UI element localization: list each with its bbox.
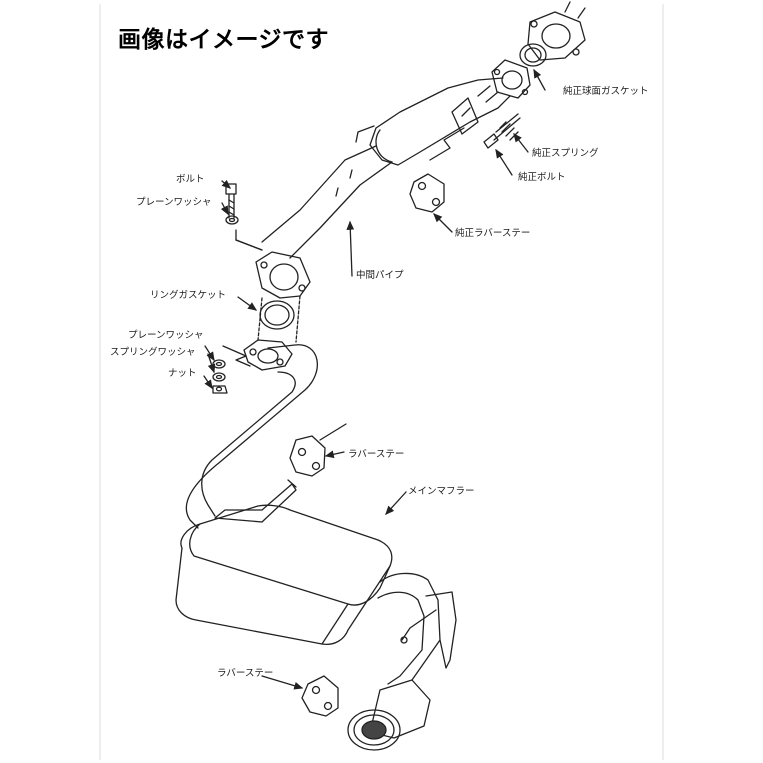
- label-spring-washer: スプリングワッシャ: [110, 347, 196, 358]
- label-genuine-spring: 純正スプリング: [532, 148, 599, 159]
- tail-pipe: [377, 572, 457, 691]
- label-rubber-stay-bottom: ラバーステー: [217, 668, 274, 679]
- hanger-rod-mid: [214, 479, 297, 523]
- rubber-stay-mid: [289, 435, 326, 477]
- label-rubber-stay-mid: ラバーステー: [348, 449, 405, 460]
- image-note-headline: 画像はイメージです: [118, 27, 330, 53]
- label-genuine-rubber-stay: 純正ラバーステー: [455, 228, 531, 239]
- genuine-bolt: [483, 117, 521, 149]
- washer-left: [225, 215, 239, 225]
- bolt-left: [225, 183, 237, 219]
- upstream-flange: [527, 1, 586, 61]
- lower-flange: [243, 339, 293, 371]
- label-genuine-bolt: 純正ボルト: [518, 172, 566, 183]
- label-plain-washer-top: プレーンワッシャ: [136, 197, 212, 208]
- ring-gasket: [259, 300, 295, 330]
- label-bolt: ボルト: [176, 174, 205, 185]
- rubber-stay-bottom: [301, 675, 339, 717]
- middle-pipe-flange: [255, 251, 311, 299]
- label-ring-gasket: リングガスケット: [150, 290, 227, 301]
- label-nut: ナット: [168, 368, 197, 379]
- label-plain-washer-mid: プレーンワッシャ: [128, 330, 204, 341]
- label-middle-pipe: 中間パイプ: [356, 270, 404, 281]
- catalyzer: [369, 77, 511, 166]
- nut-washer-stack: [212, 359, 228, 394]
- middle-pipe: [261, 145, 393, 259]
- s-bend-pipe: [185, 344, 318, 529]
- main-muffler: [175, 504, 393, 646]
- label-genuine-ball-gasket: 純正球面ガスケット: [563, 86, 649, 97]
- ball-gasket: [519, 43, 547, 67]
- genuine-spring: [495, 113, 519, 141]
- genuine-rubber-stay: [409, 173, 445, 213]
- tail-tip: [347, 679, 431, 751]
- label-main-muffler: メインマフラー: [408, 486, 475, 497]
